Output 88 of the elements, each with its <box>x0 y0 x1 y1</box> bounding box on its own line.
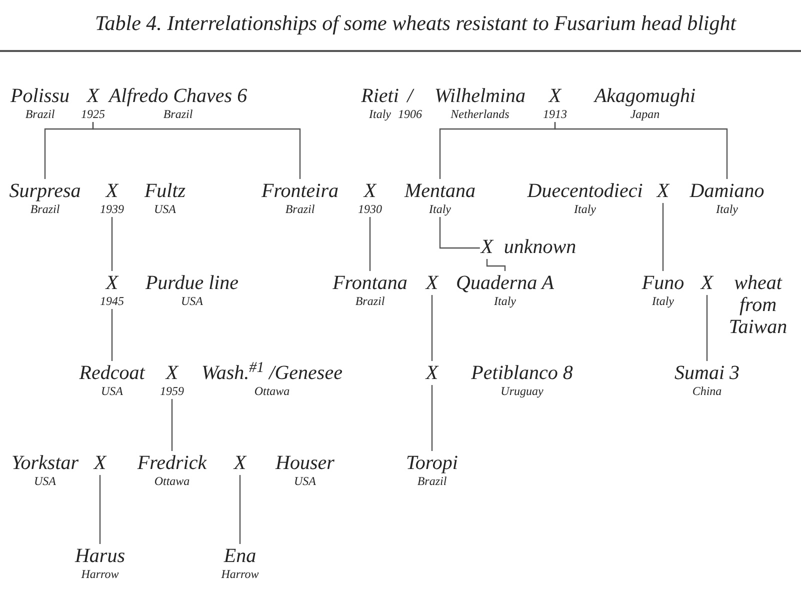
entry-name: Mentana <box>404 180 476 202</box>
entry-name: X <box>480 236 494 258</box>
entry-name: / <box>407 85 413 107</box>
entry-name: Frontana <box>332 272 408 294</box>
entry-note: USA <box>181 294 203 308</box>
entry-name: X <box>700 272 714 294</box>
entry-name: Funo <box>642 272 684 294</box>
entry-name: Purdue line <box>145 272 239 294</box>
pedigree-line <box>171 399 173 451</box>
pedigree-line <box>111 309 113 361</box>
entry-name: Rieti <box>361 85 399 107</box>
entry-name: X <box>86 85 100 107</box>
entry-name: Surpresa <box>9 180 81 202</box>
entry-name: Fronteira <box>261 180 339 202</box>
entry-note: USA <box>154 202 176 216</box>
entry-name: Akagomughi <box>594 85 696 107</box>
entry-name: Wilhelmina <box>434 85 526 107</box>
entry-note: 1906 <box>398 107 422 121</box>
entry-name: Petiblanco 8 <box>471 362 573 384</box>
entry-note: Brazil <box>285 202 315 216</box>
entry-note: Brazil <box>417 474 447 488</box>
entry-note: Ottawa <box>154 474 190 488</box>
pedigree-line <box>554 122 728 179</box>
entry-name: X <box>106 180 118 202</box>
pedigree-line <box>486 259 506 271</box>
pedigree-line <box>662 203 664 271</box>
entry-note: Italy <box>429 202 451 216</box>
entry-name: Harus <box>75 545 125 567</box>
entry-name: Damiano <box>690 180 764 202</box>
entry-note: USA <box>34 474 56 488</box>
table-title: Table 4. Interrelationships of some wheats resistant to Fusarium head blight <box>95 10 736 37</box>
entry-name: Fultz <box>144 180 186 202</box>
entry-name: X <box>548 85 562 107</box>
pedigree-line <box>369 217 371 271</box>
entry-name: Yorkstar <box>11 452 79 474</box>
pedigree-line <box>431 295 433 361</box>
entry-note: Harrow <box>81 567 119 581</box>
entry-name: Redcoat <box>79 362 145 384</box>
entry-note: China <box>692 384 722 398</box>
entry-name: X <box>426 362 438 384</box>
entry-name: X <box>106 272 118 294</box>
pedigree-line <box>239 475 241 544</box>
entry-note: 1913 <box>543 107 567 121</box>
entry-note: Uruguay <box>500 384 544 398</box>
entry-name: Ena <box>224 545 256 567</box>
entry-name: unknown <box>504 236 576 258</box>
entry-note: Brazil <box>25 107 55 121</box>
pedigree-line <box>111 217 113 271</box>
entry-name: Duecentodieci <box>527 180 643 202</box>
entry-note: USA <box>101 384 123 398</box>
entry-note: Netherlands <box>450 107 510 121</box>
entry-note: Italy <box>574 202 596 216</box>
entry-note: 1925 <box>81 107 105 121</box>
pedigree-line <box>706 295 708 361</box>
entry-note: Brazil <box>163 107 193 121</box>
entry-note: Japan <box>630 107 660 121</box>
pedigree-line <box>92 122 301 179</box>
entry-note: Italy <box>369 107 391 121</box>
entry-name: X <box>656 180 670 202</box>
entry-note: USA <box>294 474 316 488</box>
entry-name: Houser <box>276 452 334 474</box>
entry-note: Brazil <box>355 294 385 308</box>
entry-note: Brazil <box>30 202 60 216</box>
pedigree-line <box>99 475 101 544</box>
entry-note: 1959 <box>160 384 184 398</box>
entry-note: 1945 <box>100 294 124 308</box>
entry-name: Sumai 3 <box>674 362 740 384</box>
entry-name: X <box>234 452 246 474</box>
entry-note: Harrow <box>221 567 259 581</box>
entry-name: X <box>364 180 376 202</box>
pedigree-line <box>439 217 480 249</box>
entry-note: Italy <box>652 294 674 308</box>
entry-name: Fredrick <box>137 452 207 474</box>
entry-name: Quaderna A <box>456 272 554 294</box>
entry-note: 1930 <box>358 202 382 216</box>
entry-name: X <box>94 452 106 474</box>
entry-name: wheat from Taiwan <box>728 272 788 338</box>
entry-name: Alfredo Chaves 6 <box>108 85 248 107</box>
entry-note: 1939 <box>100 202 124 216</box>
entry-note: Italy <box>716 202 738 216</box>
pedigree-line <box>431 385 433 451</box>
entry-name: Wash.$^{#1}$ /Genesee <box>202 362 342 384</box>
entry-note: Italy <box>494 294 516 308</box>
entry-name: X <box>166 362 178 384</box>
entry-note: Ottawa <box>254 384 290 398</box>
entry-name: X <box>426 272 438 294</box>
entry-name: Polissu <box>10 85 70 107</box>
entry-name: Toropi <box>406 452 458 474</box>
